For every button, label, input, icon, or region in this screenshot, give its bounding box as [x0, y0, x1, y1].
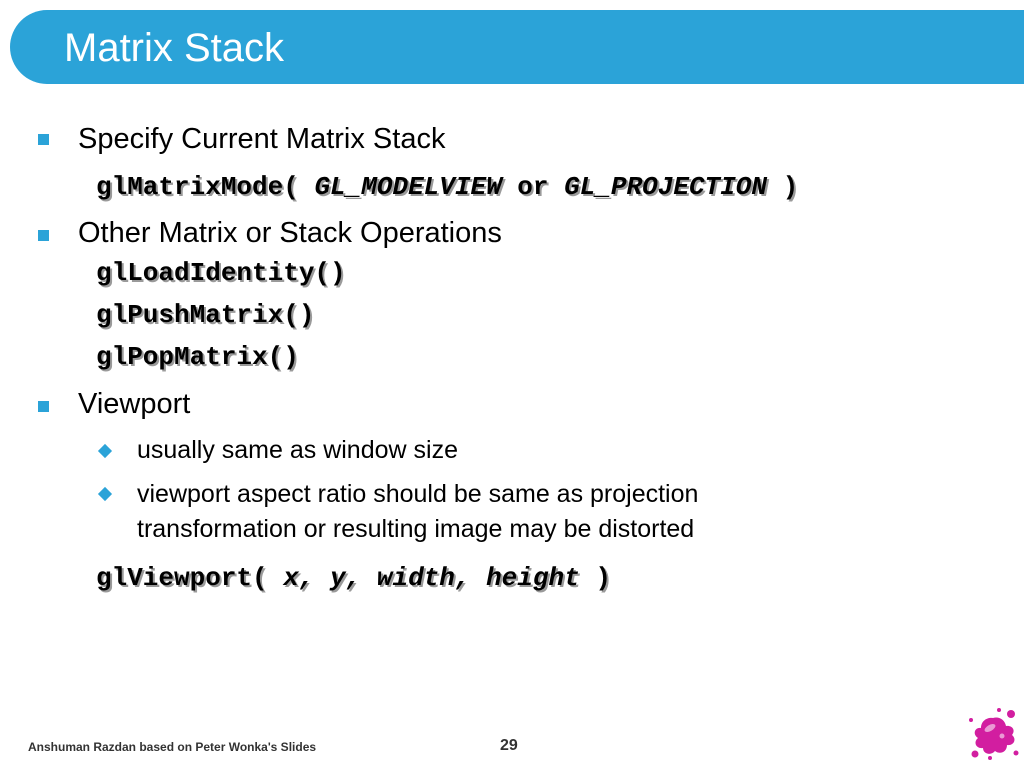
- code-glpushmatrix: glPushMatrix(): [96, 300, 315, 330]
- diamond-bullet-icon: [97, 486, 113, 502]
- code-glpopmatrix: glPopMatrix(): [96, 342, 299, 372]
- square-bullet-icon: [38, 134, 49, 145]
- code-glloadidentity: glLoadIdentity(): [96, 258, 346, 288]
- square-bullet-icon: [38, 401, 49, 412]
- page-number: 29: [500, 737, 518, 754]
- footer-credit: Anshuman Razdan based on Peter Wonka's S…: [28, 740, 317, 754]
- paint-splat-logo: [969, 708, 1019, 760]
- bullet-other-operations: Other Matrix or Stack Operations: [78, 217, 502, 249]
- square-bullet-icon: [38, 230, 49, 241]
- title-bar: [10, 10, 1024, 84]
- bullet-viewport: Viewport: [78, 388, 191, 420]
- sub-bullet-window-size: usually same as window size: [137, 436, 458, 464]
- code-glmatrixmode: glMatrixMode( GL_MODELVIEW or GL_PROJECT…: [96, 172, 799, 202]
- code-glviewport: glViewport( x, y, width, height ): [96, 563, 611, 593]
- sub-bullet-aspect-ratio: viewport aspect ratio should be same as …: [137, 480, 699, 543]
- diamond-bullet-icon: [97, 443, 113, 459]
- bullet-specify-stack: Specify Current Matrix Stack: [78, 123, 446, 155]
- slide-title: Matrix Stack: [64, 26, 285, 70]
